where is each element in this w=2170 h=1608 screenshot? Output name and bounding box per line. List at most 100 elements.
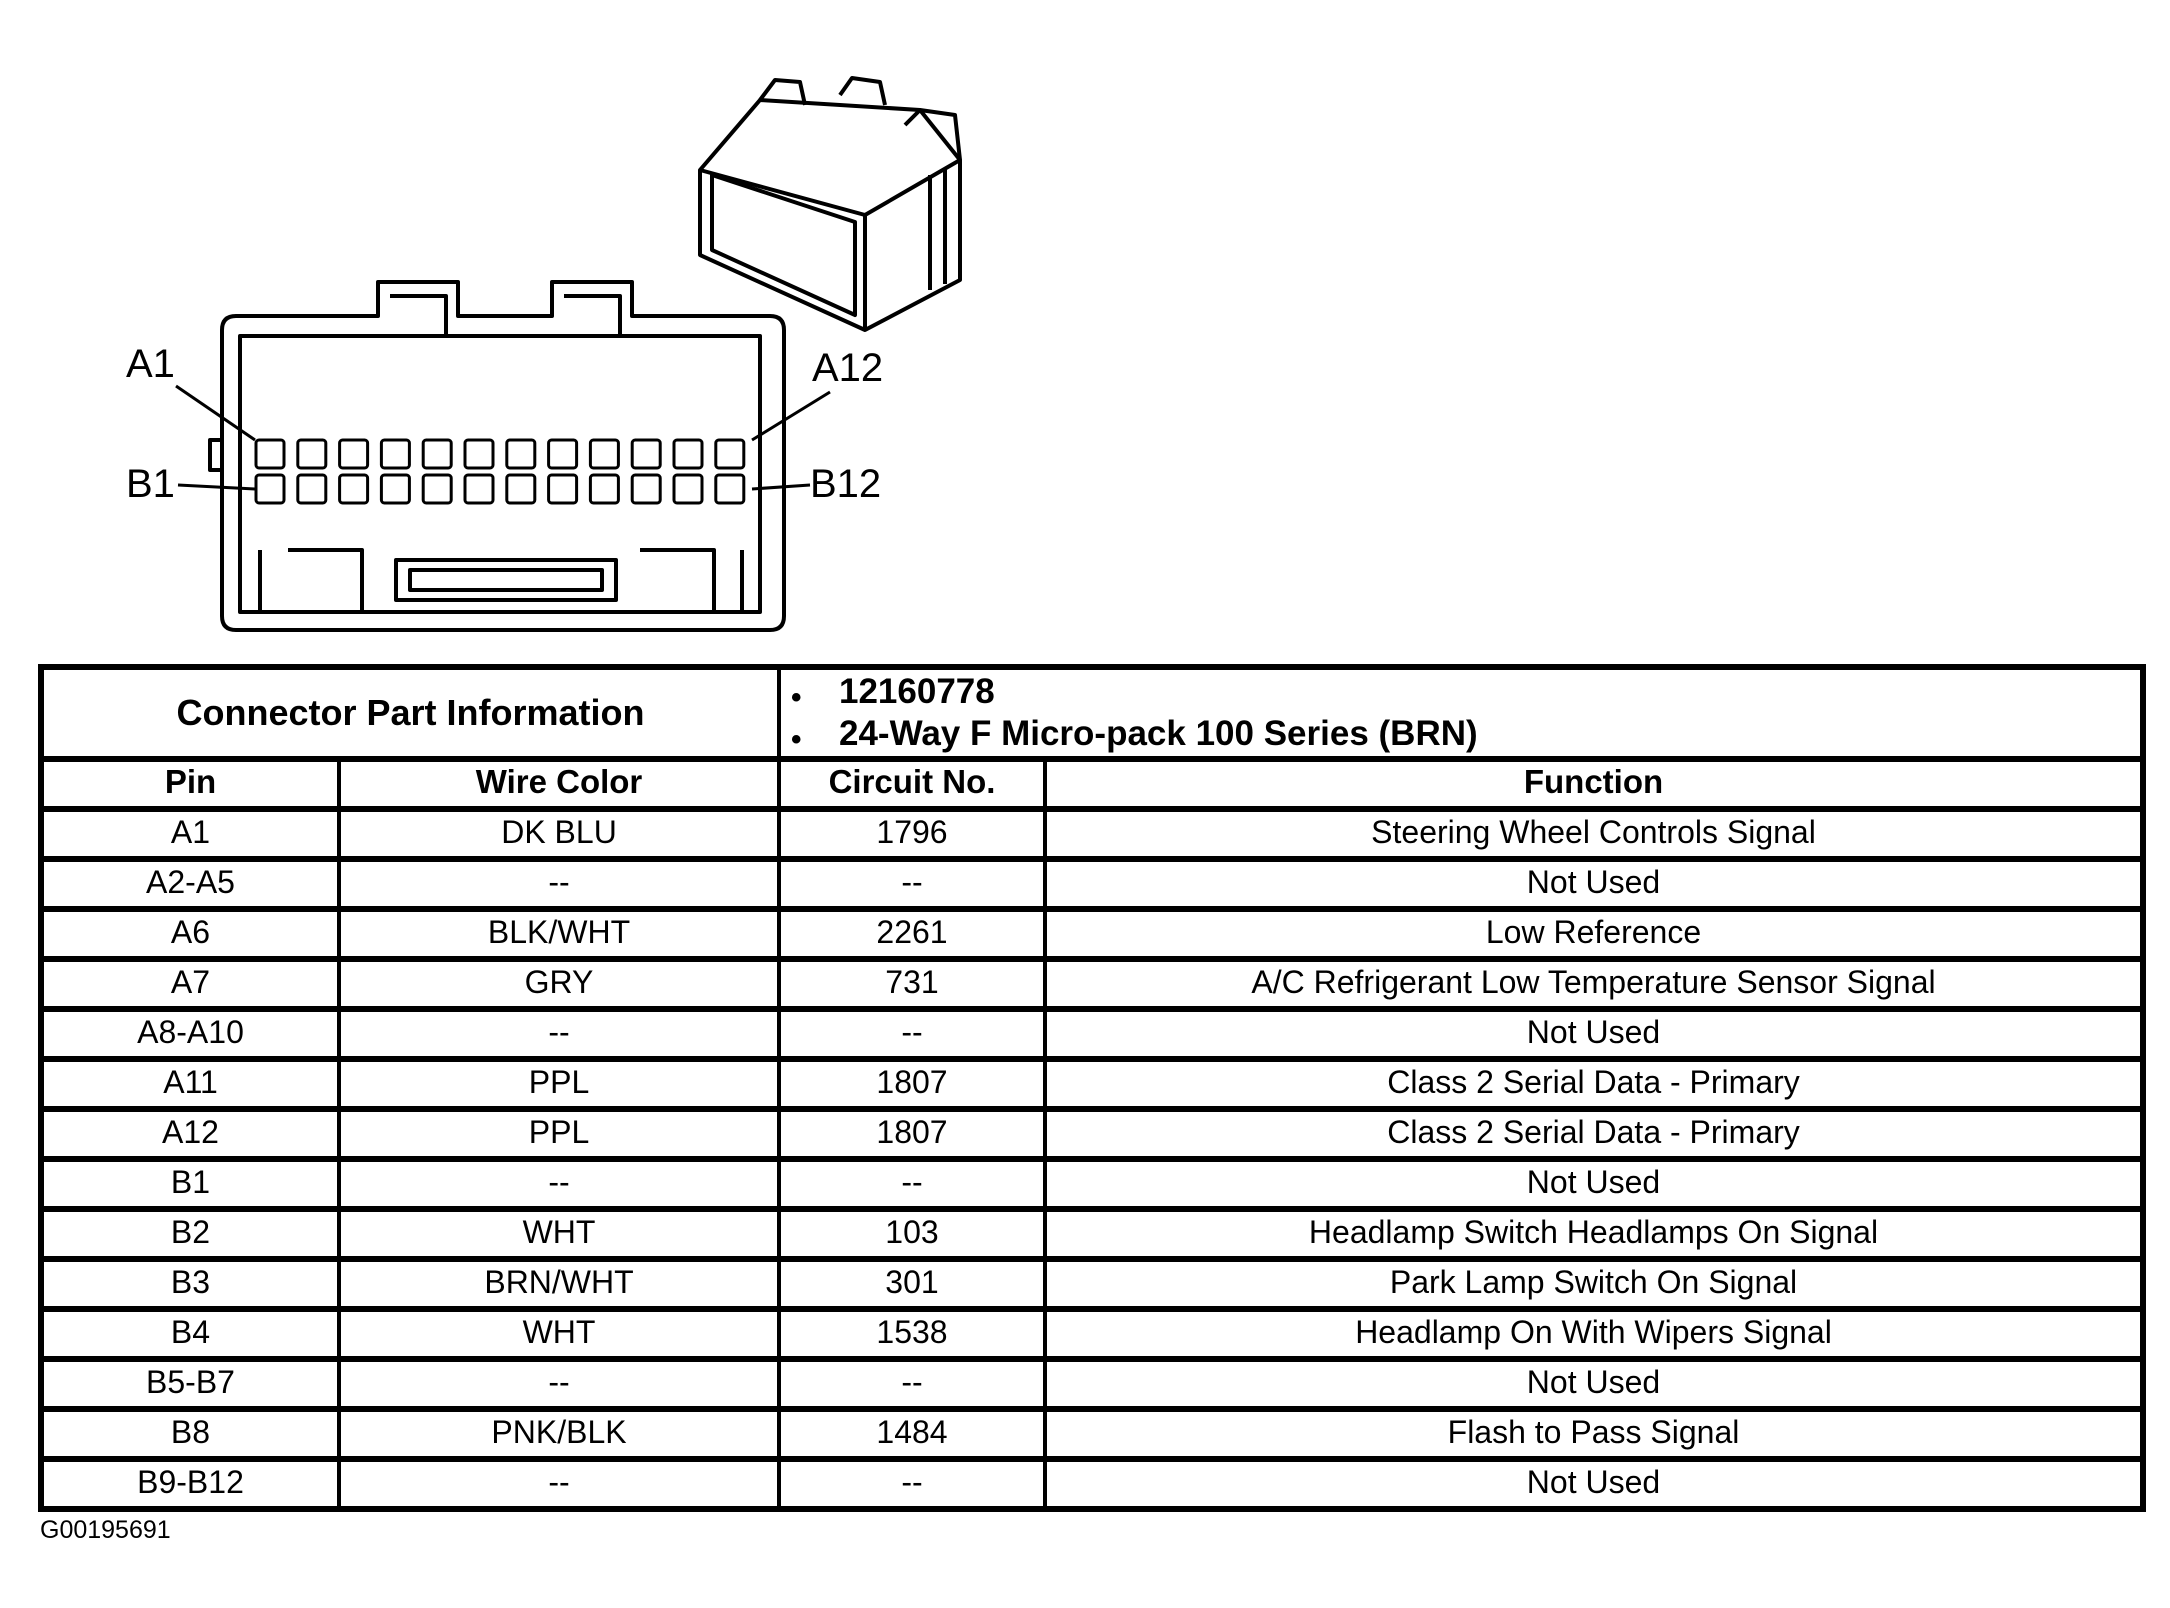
- connector-drawing: [175, 76, 962, 632]
- wire-color-cell: BLK/WHT: [337, 907, 781, 962]
- function-cell: Headlamp On With Wipers Signal: [1043, 1307, 2145, 1362]
- pin-cell: B2: [39, 1207, 341, 1262]
- pin-cavity: [630, 438, 662, 470]
- pin-cell: B4: [39, 1307, 341, 1362]
- pin-cavity: [296, 473, 328, 505]
- wire-color-cell: DK BLU: [337, 807, 781, 862]
- circuit-no-cell: 1807: [777, 1057, 1047, 1112]
- pin-cell: A11: [39, 1057, 341, 1112]
- wire-color-cell: GRY: [337, 957, 781, 1012]
- pin-cavity: [254, 438, 286, 470]
- pin-cavity: [672, 438, 704, 470]
- circuit-no-cell: 1807: [777, 1107, 1047, 1162]
- connector-description: 24-Way F Micro-pack 100 Series (BRN): [791, 713, 2139, 753]
- wire-color-cell: BRN/WHT: [337, 1257, 781, 1312]
- pin-label-a12: A12: [812, 346, 884, 390]
- wire-color-cell: --: [337, 1357, 781, 1412]
- pin-cavity: [421, 438, 453, 470]
- circuit-no-cell: --: [777, 857, 1047, 912]
- wire-color-cell: PPL: [337, 1107, 781, 1162]
- pin-cell: A12: [39, 1107, 341, 1162]
- column-header-function: Function: [1043, 757, 2145, 812]
- pin-cavity: [672, 473, 704, 505]
- circuit-no-cell: --: [777, 1457, 1047, 1512]
- circuit-no-cell: 103: [777, 1207, 1047, 1262]
- pin-cavity: [379, 473, 411, 505]
- function-cell: Class 2 Serial Data - Primary: [1043, 1057, 2145, 1112]
- connector-part-info: 12160778 24-Way F Micro-pack 100 Series …: [777, 665, 2145, 762]
- pin-cell: B5-B7: [39, 1357, 341, 1412]
- pin-cavity: [505, 473, 537, 505]
- function-cell: Class 2 Serial Data - Primary: [1043, 1107, 2145, 1162]
- pin-cell: A2-A5: [39, 857, 341, 912]
- column-header-circuit-no: Circuit No.: [777, 757, 1047, 812]
- pin-cell: B8: [39, 1407, 341, 1462]
- function-cell: Not Used: [1043, 1357, 2145, 1412]
- pin-cavity: [421, 473, 453, 505]
- pin-cavity: [588, 438, 620, 470]
- circuit-no-cell: --: [777, 1357, 1047, 1412]
- circuit-no-cell: 1484: [777, 1407, 1047, 1462]
- wire-color-cell: --: [337, 857, 781, 912]
- table-row: A8-A10----Not Used: [39, 1007, 2145, 1062]
- function-cell: Not Used: [1043, 1157, 2145, 1212]
- circuit-no-cell: 301: [777, 1257, 1047, 1312]
- circuit-no-cell: 1796: [777, 807, 1047, 862]
- pin-cavity: [463, 473, 495, 505]
- wire-color-cell: PNK/BLK: [337, 1407, 781, 1462]
- column-header-pin: Pin: [39, 757, 341, 812]
- connector-pinout-table: Connector Part Information 12160778 24-W…: [38, 664, 2146, 1512]
- pin-cavity: [296, 438, 328, 470]
- part-number: 12160778: [791, 671, 2139, 719]
- pin-cell: B1: [39, 1157, 341, 1212]
- connector-front-view: [208, 280, 786, 632]
- function-cell: Not Used: [1043, 857, 2145, 912]
- pin-cavity: [254, 473, 286, 505]
- table-row: A2-A5----Not Used: [39, 857, 2145, 912]
- pin-cavity: [338, 473, 370, 505]
- wire-color-cell: PPL: [337, 1057, 781, 1112]
- function-cell: Steering Wheel Controls Signal: [1043, 807, 2145, 862]
- pin-label-b12: B12: [810, 462, 882, 506]
- pin-cavity: [338, 438, 370, 470]
- wire-color-cell: --: [337, 1157, 781, 1212]
- wire-color-cell: --: [337, 1457, 781, 1512]
- pin-cavity: [714, 473, 746, 505]
- connector-part-info-title: Connector Part Information: [39, 665, 781, 762]
- pin-cell: A6: [39, 907, 341, 962]
- function-cell: Not Used: [1043, 1457, 2145, 1512]
- circuit-no-cell: 731: [777, 957, 1047, 1012]
- pin-label-a1: A1: [126, 342, 175, 386]
- table-row: B9-B12----Not Used: [39, 1457, 2145, 1512]
- table-header-row: Connector Part Information 12160778 24-W…: [39, 665, 2145, 762]
- leader-lines: [175, 384, 831, 491]
- function-cell: Park Lamp Switch On Signal: [1043, 1257, 2145, 1312]
- wire-color-cell: WHT: [337, 1307, 781, 1362]
- pin-cavity: [630, 473, 662, 505]
- pin-cavity: [463, 438, 495, 470]
- pin-cavity: [714, 438, 746, 470]
- circuit-no-cell: 2261: [777, 907, 1047, 962]
- pin-cavity: [547, 438, 579, 470]
- pin-cell: A1: [39, 807, 341, 862]
- pin-cell: B3: [39, 1257, 341, 1312]
- function-cell: A/C Refrigerant Low Temperature Sensor S…: [1043, 957, 2145, 1012]
- connector-3d-view: [698, 76, 962, 332]
- pin-cavity: [588, 473, 620, 505]
- pin-cell: A7: [39, 957, 341, 1012]
- pin-cell: A8-A10: [39, 1007, 341, 1062]
- table-row: B5-B7----Not Used: [39, 1357, 2145, 1412]
- pin-grid: [254, 438, 746, 505]
- figure-id: G00195691: [40, 1516, 171, 1544]
- function-cell: Not Used: [1043, 1007, 2145, 1062]
- pin-cavity: [547, 473, 579, 505]
- function-cell: Headlamp Switch Headlamps On Signal: [1043, 1207, 2145, 1262]
- pin-label-b1: B1: [126, 462, 175, 506]
